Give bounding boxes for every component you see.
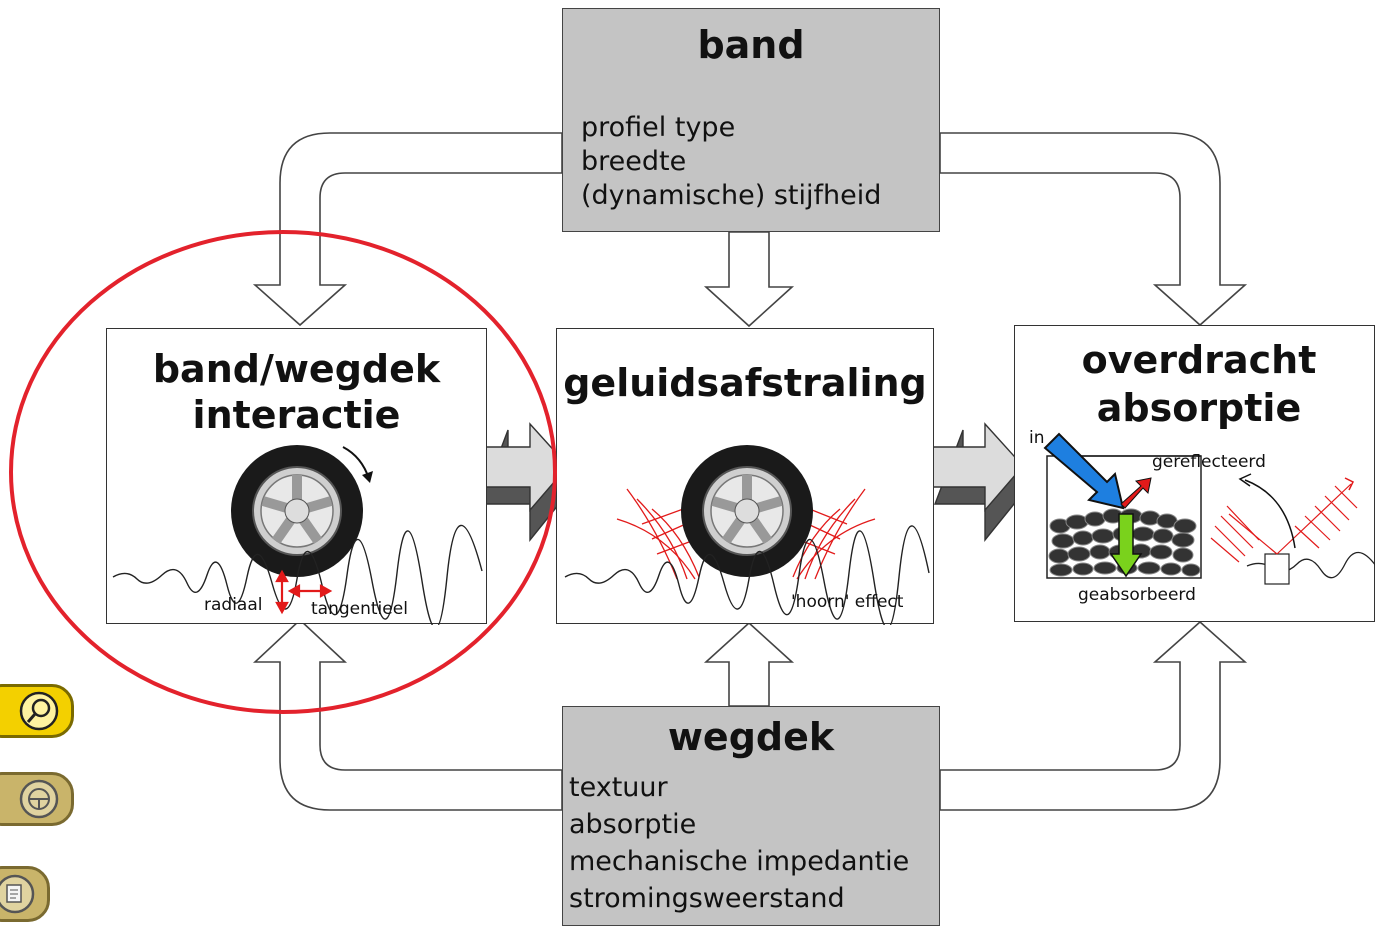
tire-icon xyxy=(681,445,813,577)
band-item: profiel type xyxy=(581,112,736,143)
horn-effect-illustration xyxy=(564,445,930,625)
label-radial: radiaal xyxy=(204,595,263,615)
band-item: (dynamische) stijfheid xyxy=(581,180,882,211)
band-item: breedte xyxy=(581,146,687,177)
label-tangential: tangentieel xyxy=(311,599,408,619)
steering-tool-button[interactable] xyxy=(0,772,74,826)
absorption-illustration xyxy=(1043,432,1375,585)
road-title: wegdek xyxy=(667,715,835,759)
band-title: band xyxy=(697,23,805,67)
steering-wheel-icon xyxy=(19,779,59,819)
transfer-title-1: overdracht xyxy=(1081,338,1317,382)
label-absorbed: geabsorbeerd xyxy=(1078,585,1196,605)
road-item: absorptie xyxy=(569,809,697,840)
interaction-box: band/wegdek interactie radiaal tangentie… xyxy=(106,328,487,625)
road-box: wegdek textuur absorptie mechanische imp… xyxy=(562,706,940,926)
transfer-box: overdracht absorptie xyxy=(1014,325,1375,622)
road-item: stromingsweerstand xyxy=(569,883,845,914)
document-tool-button[interactable] xyxy=(0,866,50,922)
radiation-box: geluidsafstraling 'hoorn' effect xyxy=(556,328,934,625)
zoom-tool-button[interactable] xyxy=(0,684,74,738)
road-item: textuur xyxy=(569,772,668,803)
label-reflected: gereflecteerd xyxy=(1152,452,1266,472)
road-item: mechanische impedantie xyxy=(569,846,910,877)
radiation-title: geluidsafstraling xyxy=(563,361,927,405)
magnifier-icon xyxy=(19,691,59,731)
transfer-title-2: absorptie xyxy=(1096,386,1302,430)
tire-road-illustration xyxy=(112,445,483,625)
document-icon xyxy=(0,874,35,914)
band-box: band profiel type breedte (dynamische) s… xyxy=(562,8,940,232)
label-in: in xyxy=(1029,428,1045,448)
label-horn-effect: 'hoorn' effect xyxy=(791,592,904,612)
tire-icon xyxy=(231,445,363,577)
